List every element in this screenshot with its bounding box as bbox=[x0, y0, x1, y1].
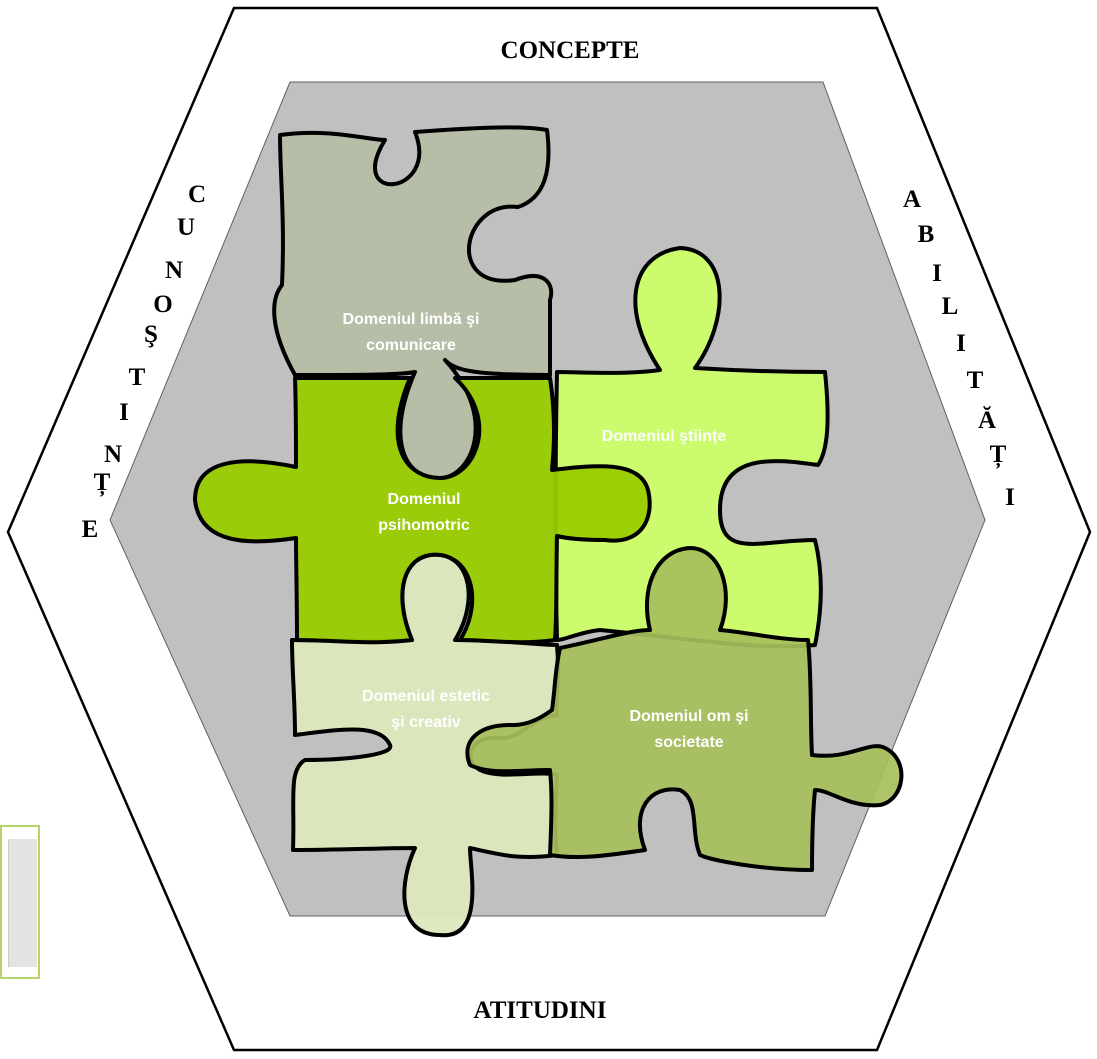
label-cunostinte-letter: T bbox=[129, 364, 146, 391]
label-abilitati-letter: I bbox=[932, 260, 942, 287]
label-abilitati-letter: B bbox=[918, 221, 935, 248]
piece-label-limba-line2: comunicare bbox=[366, 337, 456, 354]
piece-label-psihomotric-line1: Domeniul bbox=[388, 491, 461, 508]
label-abilitati-letter: L bbox=[942, 293, 959, 320]
label-abilitati-letter: Ț bbox=[990, 441, 1007, 469]
label-atitudini: ATITUDINI bbox=[474, 997, 607, 1024]
piece-label-stiinte: Domeniul ştiințe bbox=[602, 428, 727, 445]
label-abilitati-letter: T bbox=[967, 367, 984, 394]
label-cunostinte-letter: U bbox=[177, 214, 195, 241]
label-cunostinte-letter: C bbox=[188, 181, 206, 208]
label-abilitati-letter: I bbox=[956, 330, 966, 357]
piece-label-limba-line1: Domeniul limbă şi bbox=[343, 311, 480, 328]
label-cunostinte-letter: Ț bbox=[94, 469, 111, 497]
label-cunostinte-letter: N bbox=[165, 257, 183, 284]
side-frame-panel bbox=[8, 839, 37, 967]
side-frame bbox=[0, 825, 40, 979]
piece-label-om-line1: Domeniul om şi bbox=[629, 708, 748, 725]
piece-label-estetic-line2: şi creativ bbox=[391, 714, 460, 731]
piece-label-om-line2: societate bbox=[654, 734, 723, 751]
label-cunostinte-letter: Ş bbox=[144, 321, 158, 348]
label-cunostinte-letter: E bbox=[82, 516, 99, 543]
label-abilitati-letter: Ă bbox=[978, 406, 996, 434]
label-cunostinte-letter: O bbox=[153, 291, 172, 318]
label-abilitati-letter: A bbox=[903, 186, 921, 213]
label-concepte: CONCEPTE bbox=[501, 37, 640, 64]
label-cunostinte-letter: I bbox=[119, 399, 129, 426]
piece-label-estetic-line1: Domeniul estetic bbox=[362, 688, 490, 705]
label-cunostinte-letter: N bbox=[104, 441, 122, 468]
label-abilitati-letter: I bbox=[1005, 484, 1015, 511]
piece-label-psihomotric-line2: psihomotric bbox=[378, 517, 470, 534]
